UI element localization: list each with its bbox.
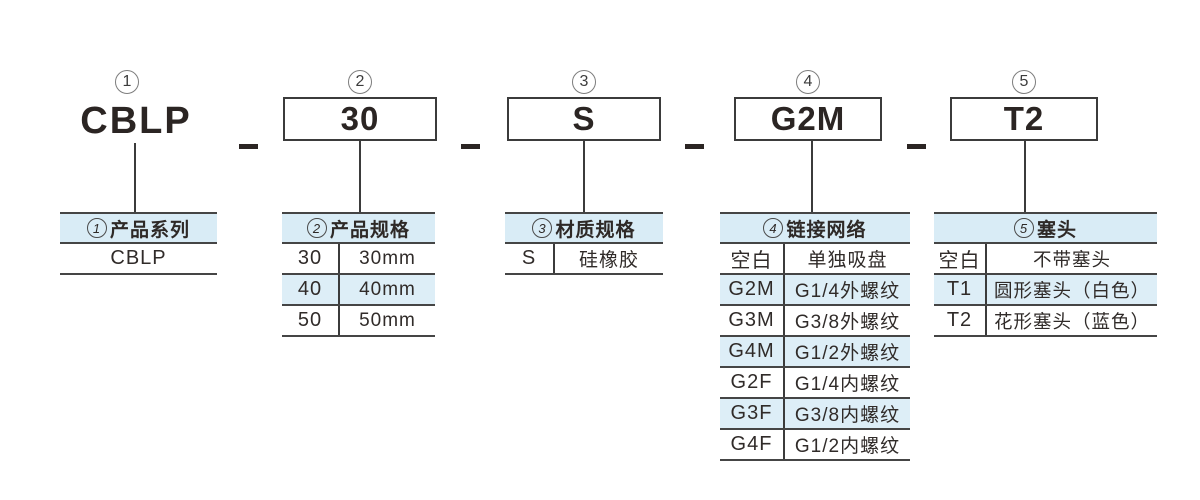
table-row: 空白 单独吸盘: [720, 244, 910, 275]
connector-line-1: [134, 143, 136, 212]
connector-line-3: [583, 141, 585, 212]
header-circled-number-5: 5: [1013, 218, 1034, 238]
table-row: G4F G1/2内螺纹: [720, 430, 910, 461]
table-material-spec-header: 3 材质规格: [505, 214, 663, 244]
table-material-spec-title: 材质规格: [555, 219, 636, 241]
circled-number-4-text: 4: [803, 73, 813, 90]
table-row: G2F G1/4内螺纹: [720, 368, 910, 399]
code-box-material: S: [507, 97, 661, 141]
code-series-text: CBLP: [80, 100, 192, 142]
table-row: CBLP: [60, 244, 217, 275]
cell-code: T1: [934, 275, 987, 304]
table-row: 空白 不带塞头: [934, 244, 1157, 275]
circled-number-3-text: 3: [579, 73, 589, 90]
cell-code: 50: [282, 306, 340, 335]
cell-desc: G1/4内螺纹: [794, 374, 901, 395]
cell-desc: 圆形塞头（白色）: [993, 279, 1150, 301]
table-product-series-header: 1 产品系列: [60, 214, 217, 244]
cell-desc: 硅橡胶: [578, 250, 639, 271]
table-row: S 硅橡胶: [505, 244, 663, 275]
table-row: 50 50mm: [282, 306, 435, 337]
header-circled-number-3: 3: [532, 218, 553, 238]
cell-desc: G1/2外螺纹: [794, 343, 901, 364]
header-circled-number-2: 2: [306, 218, 327, 238]
cell-desc: G3/8外螺纹: [794, 312, 901, 333]
cell-desc: G1/2内螺纹: [794, 436, 901, 457]
code-box-connection: G2M: [734, 97, 882, 141]
connector-line-2: [359, 141, 361, 212]
circled-number-2-text: 2: [355, 73, 365, 90]
cell-desc: G3/8内螺纹: [794, 405, 901, 426]
cell-code: S: [505, 244, 555, 273]
dash-separator-3: [685, 144, 704, 149]
table-material-spec: 3 材质规格 S 硅橡胶: [505, 212, 663, 275]
code-box-plug: T2: [950, 97, 1098, 141]
table-connection-thread: 4 链接网络 空白 单独吸盘 G2M G1/4外螺纹 G3M G3/8外螺纹 G…: [720, 212, 910, 461]
circled-number-1: 1: [115, 70, 139, 94]
cell-code: G3M: [720, 306, 785, 335]
cell-code: 30: [282, 244, 340, 273]
table-plug-title: 塞头: [1036, 219, 1077, 241]
table-product-spec: 2 产品规格 30 30mm 40 40mm 50 50mm: [282, 212, 435, 337]
header-number-5-text: 5: [1019, 220, 1029, 236]
cell-code: 40: [282, 275, 340, 304]
table-plug: 5 塞头 空白 不带塞头 T1 圆形塞头（白色） T2 花形塞头（蓝色）: [934, 212, 1157, 337]
circled-number-3: 3: [572, 70, 596, 94]
cell-code: T2: [934, 306, 987, 335]
cell-desc: G1/4外螺纹: [794, 281, 901, 302]
header-circled-number-4: 4: [763, 218, 784, 238]
table-row: T2 花形塞头（蓝色）: [934, 306, 1157, 337]
header-number-4-text: 4: [769, 220, 778, 236]
table-row: G3M G3/8外螺纹: [720, 306, 910, 337]
dash-separator-4: [907, 144, 926, 149]
table-product-series-title: 产品系列: [109, 219, 190, 241]
header-number-1-text: 1: [92, 220, 102, 236]
dash-separator-2: [461, 144, 480, 149]
code-box-spec: 30: [283, 97, 437, 141]
cell-desc: 单独吸盘: [807, 250, 888, 271]
table-product-series: 1 产品系列 CBLP: [60, 212, 217, 275]
cell-code: G3F: [720, 399, 785, 428]
dash-separator-1: [239, 144, 258, 149]
table-row: T1 圆形塞头（白色）: [934, 275, 1157, 306]
table-product-spec-title: 产品规格: [329, 219, 410, 241]
table-row: G4M G1/2外螺纹: [720, 337, 910, 368]
cell-desc: 30mm: [359, 247, 416, 269]
cell-code: G2F: [720, 368, 785, 397]
circled-number-5-text: 5: [1019, 73, 1029, 90]
table-row: G3F G3/8内螺纹: [720, 399, 910, 430]
table-row: 30 30mm: [282, 244, 435, 275]
table-connection-thread-header: 4 链接网络: [720, 214, 910, 244]
cell-code: G2M: [720, 275, 785, 304]
cell-code: 空白: [934, 244, 987, 273]
header-number-3-text: 3: [538, 220, 547, 236]
cell-code: 空白: [720, 244, 785, 273]
cell-desc: 40mm: [359, 278, 416, 300]
circled-number-2: 2: [348, 70, 372, 94]
table-connection-thread-title: 链接网络: [786, 219, 867, 241]
table-row: G2M G1/4外螺纹: [720, 275, 910, 306]
connector-line-5: [1024, 141, 1026, 212]
cell-code: G4M: [720, 337, 785, 366]
cell-desc: 不带塞头: [1032, 248, 1111, 270]
circled-number-1-text: 1: [122, 73, 132, 90]
cell-code: G4F: [720, 430, 785, 459]
header-number-2-text: 2: [312, 220, 322, 236]
cell-desc: 50mm: [359, 309, 416, 331]
table-plug-header: 5 塞头: [934, 214, 1157, 244]
connector-line-4: [811, 141, 813, 212]
header-circled-number-1: 1: [86, 218, 107, 238]
circled-number-5: 5: [1012, 70, 1036, 94]
cell-desc: 花形塞头（蓝色）: [993, 310, 1150, 332]
table-row: 40 40mm: [282, 275, 435, 306]
circled-number-4: 4: [796, 70, 820, 94]
cell-series-code: CBLP: [110, 247, 167, 269]
table-product-spec-header: 2 产品规格: [282, 214, 435, 244]
